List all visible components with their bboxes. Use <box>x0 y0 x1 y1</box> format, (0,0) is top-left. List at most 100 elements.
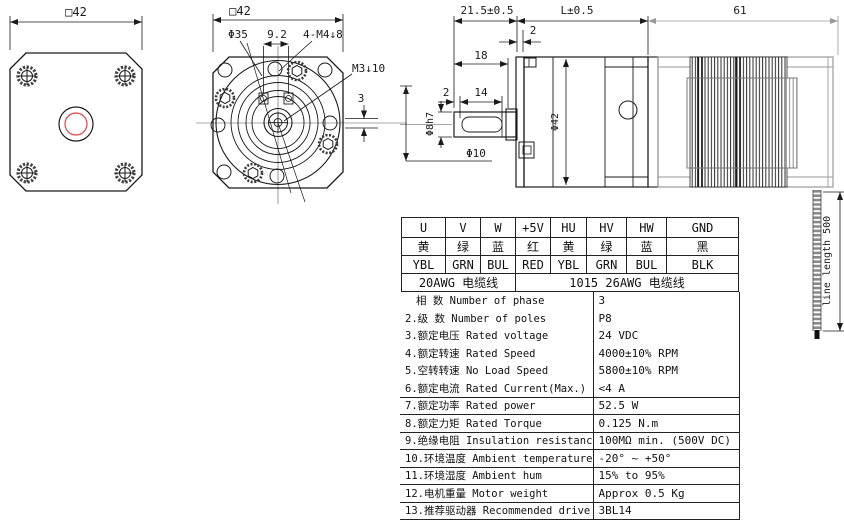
spec-label: 10.环境温度 Ambient temperature <box>400 449 593 468</box>
spec-label: 5.空转转速 No Load Speed <box>405 365 549 378</box>
spec-row: 8.额定力矩 Rated Torque 0.125 N.m <box>400 414 740 433</box>
keyway-slot <box>258 92 269 105</box>
spec-value: 3 <box>592 292 740 310</box>
spec-value: -20° ~ +50° <box>592 449 740 468</box>
signal-cell: U <box>401 217 446 238</box>
motor-cable <box>812 190 822 339</box>
technical-drawing: □42 □42 Φ35 <box>9 4 844 339</box>
front-view: □42 <box>9 5 143 192</box>
spec-value: 15% to 95% <box>592 467 740 485</box>
signal-cell: HW <box>626 217 667 238</box>
spec-row: 3.额定电压 Rated voltage 24 VDC <box>400 327 740 345</box>
mounting-hole-icon <box>16 162 38 184</box>
mount-holes-dim: 4-M4↓8 <box>303 28 343 41</box>
signal-cell: HV <box>586 217 627 238</box>
color-abbr-cell: BUL <box>480 255 516 274</box>
slot-pitch-dim: 9.2 <box>267 28 287 41</box>
color-cn-cell: 黄 <box>550 237 587 256</box>
wire-color-table: U V W +5V HU HV HW GND 黄 绿 蓝 红 黄 绿 蓝 黑 Y… <box>401 217 739 292</box>
signal-cell: V <box>445 217 481 238</box>
color-abbr-cell: RED <box>515 255 551 274</box>
spec-value: 4000±10% RPM <box>592 344 740 362</box>
offset-dim: 3 <box>358 92 365 105</box>
spec-value: Approx 0.5 Kg <box>592 484 740 503</box>
spec-value: 0.125 N.m <box>592 414 740 433</box>
spec-value: 3BL14 <box>592 502 740 520</box>
color-abbr-cell: BLK <box>666 255 739 274</box>
motor-winding <box>686 77 798 169</box>
gear-flange-view: □42 Φ35 9.2 4-M4↓8 M3↓10 3 <box>196 4 407 204</box>
spec-value: <4 A <box>592 379 740 398</box>
spec-row: 9.绝缘电阻 Insulation resistance 100MΩ min. … <box>400 432 740 450</box>
signal-cell: GND <box>666 217 739 238</box>
gearbox-hole <box>618 100 638 120</box>
gear-square-dim: □42 <box>229 4 251 18</box>
spec-table: 相 数 Number of phase 3 2.级 数 Number of po… <box>400 292 740 520</box>
spec-value: P8 <box>592 309 740 327</box>
spec-row: 11.环境湿度 Ambient hum 15% to 95% <box>400 467 740 485</box>
flange-holes <box>210 61 338 184</box>
keyway-slot <box>283 92 294 105</box>
color-abbr-cell: BUL <box>626 255 667 274</box>
spec-row: 6.额定电流 Rated Current(Max.) <4 A <box>400 379 740 398</box>
cable-length-dim: line length 500 <box>822 216 833 306</box>
mounting-hole-icon <box>16 65 38 87</box>
pilot-boss-circle <box>58 106 94 142</box>
hex-screw-icon <box>214 87 236 109</box>
spec-row: 7.额定功率 Rated power 52.5 W <box>400 397 740 415</box>
spec-label: 11.环境湿度 Ambient hum <box>400 467 593 485</box>
spec-label: 6.额定电流 Rated Current(Max.) <box>400 379 593 398</box>
gearbox-length-dim: L±0.5 <box>560 4 593 17</box>
spec-value: 5800±10% RPM <box>592 362 740 380</box>
output-shaft <box>453 111 517 138</box>
signal-cell: +5V <box>515 217 551 238</box>
boss-thickness-dim: 2 <box>530 24 537 37</box>
side-view: 21.5±0.5 L±0.5 61 2 18 2 14 Φ8h7 Φ10 <box>400 4 844 339</box>
color-cn-cell: 绿 <box>445 237 481 256</box>
shaft-usable-dim: 18 <box>474 49 487 62</box>
spec-label: 4.额定转速 Rated Speed <box>405 347 536 360</box>
spec-value: 100MΩ min. (500V DC) <box>592 432 740 450</box>
color-cn-cell: 黄 <box>401 237 446 256</box>
gearbox-body <box>523 56 649 188</box>
boss-diameter-dim: Φ10 <box>466 147 486 160</box>
body-diameter-dim: Φ42 <box>550 113 561 131</box>
spec-value: 52.5 W <box>592 397 740 415</box>
shaft-diameter-dim: Φ8h7 <box>425 112 436 136</box>
spec-label: 12.电机重量 Motor weight <box>400 484 593 503</box>
color-abbr-row: YBL GRN BUL RED YBL GRN BUL BLK <box>401 255 739 274</box>
hex-screw-icon <box>286 60 308 82</box>
motor-length-dim: 61 <box>733 4 746 17</box>
shaft-flat <box>461 116 503 133</box>
color-cn-cell: 红 <box>515 237 551 256</box>
front-square-dim: □42 <box>65 5 87 19</box>
spec-label: 2.级 数 Number of poles <box>405 312 547 325</box>
spec-label: 8.额定力矩 Rated Torque <box>400 414 593 433</box>
spec-row: 5.空转转速 No Load Speed 5800±10% RPM <box>400 362 740 380</box>
spec-label: 9.绝缘电阻 Insulation resistance <box>400 432 593 450</box>
mounting-hole-icon <box>114 162 136 184</box>
motor-laminations <box>689 56 788 188</box>
color-abbr-cell: YBL <box>550 255 587 274</box>
cable-row: 20AWG 电缆线 1015 26AWG 电缆线 <box>401 273 739 292</box>
spec-value: 24 VDC <box>592 327 740 345</box>
spec-row: 12.电机重量 Motor weight Approx 0.5 Kg <box>400 484 740 503</box>
signal-cell: HU <box>550 217 587 238</box>
spec-row: 4.额定转速 Rated Speed 4000±10% RPM <box>400 344 740 362</box>
spec-row: 13.推荐驱动器 Recommended drive 3BL14 <box>400 502 740 520</box>
center-tap-dim: M3↓10 <box>352 62 385 75</box>
cable-left-cell: 20AWG 电缆线 <box>401 273 516 292</box>
bolt-circle-dim: Φ35 <box>228 28 248 41</box>
color-cn-cell: 蓝 <box>480 237 516 256</box>
flat-length-dim: 14 <box>474 86 488 99</box>
shaft-hole-red-circle <box>64 112 88 136</box>
color-abbr-cell: GRN <box>445 255 481 274</box>
spec-label: 相 数 Number of phase <box>416 295 545 308</box>
spec-label: 7.额定功率 Rated power <box>400 397 593 415</box>
color-cn-cell: 蓝 <box>626 237 667 256</box>
color-abbr-cell: YBL <box>401 255 446 274</box>
signal-row: U V W +5V HU HV HW GND <box>401 217 739 238</box>
hex-screw-icon <box>317 133 339 155</box>
color-abbr-cell: GRN <box>586 255 627 274</box>
